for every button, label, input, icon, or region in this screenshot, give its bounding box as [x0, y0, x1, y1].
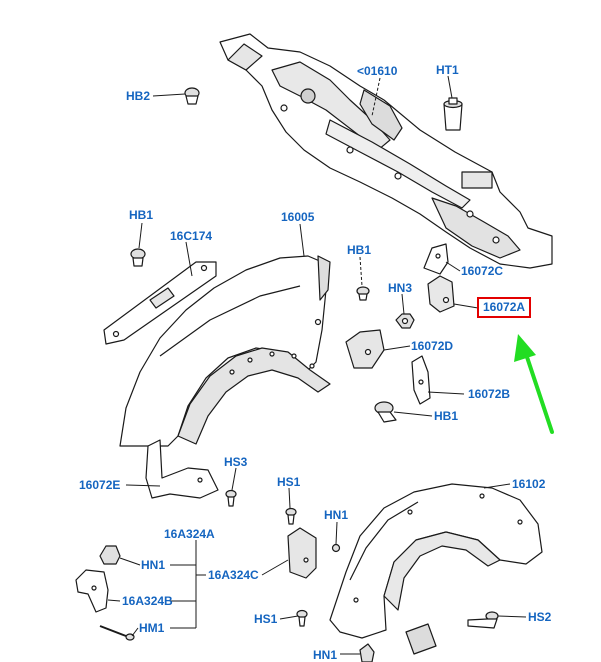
label-hn3: HN3	[388, 281, 413, 295]
label-16072a-highlighted: 16072A	[477, 297, 532, 318]
label-16072d: 16072D	[411, 339, 454, 353]
bracket-16c174-part	[103, 261, 217, 345]
hn1-mid-nut-part	[331, 543, 341, 553]
bracket-16072c-part	[423, 243, 449, 275]
bracket-16a324b-part	[75, 569, 109, 613]
label-16c174: 16C174	[170, 229, 213, 243]
label-hb1-mid: HB1	[347, 243, 372, 257]
fender-16005-part	[119, 255, 331, 447]
bracket-16072a-part	[427, 275, 455, 313]
label-hs2: HS2	[528, 610, 552, 624]
label-hs1-top: HS1	[277, 475, 301, 489]
dash-panel-part	[219, 33, 553, 269]
label-16102: 16102	[512, 477, 546, 491]
hs1-top-screw-part	[285, 507, 297, 525]
hs3-screw-part	[225, 489, 237, 507]
bracket-16a324c-part	[287, 527, 317, 579]
label-01610: <01610	[357, 64, 398, 78]
ht1-plug-part	[443, 97, 463, 131]
hb1-mid-bolt-part	[356, 286, 370, 301]
hb2-bolt-part	[184, 87, 200, 105]
hb1-low-bolt-part	[374, 401, 397, 423]
bracket-16072b-part	[411, 355, 431, 405]
label-16072e: 16072E	[79, 478, 121, 492]
label-16a324c: 16A324C	[208, 568, 259, 582]
label-hn1-bottom: HN1	[313, 648, 338, 662]
leader-lines	[107, 75, 527, 655]
hs1-bottom-screw-part	[296, 609, 308, 627]
label-16005: 16005	[281, 210, 315, 224]
label-16a324a: 16A324A	[164, 527, 215, 541]
bracket-16072e-part	[145, 439, 219, 499]
label-16072c: 16072C	[461, 264, 504, 278]
label-16a324b: 16A324B	[122, 594, 173, 608]
label-hm1: HM1	[139, 621, 165, 635]
bracket-16072d-part	[345, 329, 385, 369]
wheelarch-liner-16102-part	[329, 483, 543, 655]
label-hb1-low: HB1	[434, 409, 459, 423]
label-hb2: HB2	[126, 89, 151, 103]
hn3-nut-part	[395, 313, 415, 329]
label-ht1: HT1	[436, 63, 459, 77]
hb1-top-bolt-part	[130, 248, 146, 267]
hm1-rivet-part	[99, 625, 135, 641]
hn1-left-nut-part	[99, 545, 121, 565]
green-arrow-icon	[514, 334, 554, 434]
hs2-screw-part	[467, 611, 499, 629]
label-hb1-top: HB1	[129, 208, 154, 222]
label-hs1-bottom: HS1	[254, 612, 278, 626]
label-hn1-mid: HN1	[324, 508, 349, 522]
label-hn1-left: HN1	[141, 558, 166, 572]
label-hs3: HS3	[224, 455, 248, 469]
label-16072b: 16072B	[468, 387, 511, 401]
hn1-bottom-nut-part	[359, 643, 375, 662]
